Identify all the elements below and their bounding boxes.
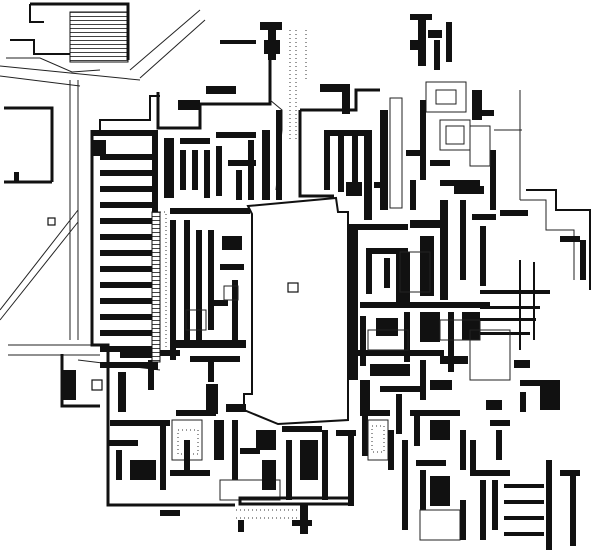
central-court [243,196,349,426]
west-wing-rooms [156,60,272,360]
south-central-rooms [236,426,356,534]
west-magazines [90,95,235,507]
east-wing [348,180,528,434]
magazine-strips [100,154,152,368]
northwest-hatched-block [6,2,206,79]
south-misc [151,211,244,532]
northeast-annex [406,14,496,210]
far-east-lines [480,90,591,350]
western-roads [0,65,161,371]
north-entrance [220,22,307,200]
southwest-rooms [60,309,281,501]
northeast-rooms [298,84,403,220]
southeast-rooms [360,329,580,550]
western-outbuilding [4,106,56,226]
marker-square-court [287,282,299,293]
marker-square-west [47,217,56,226]
